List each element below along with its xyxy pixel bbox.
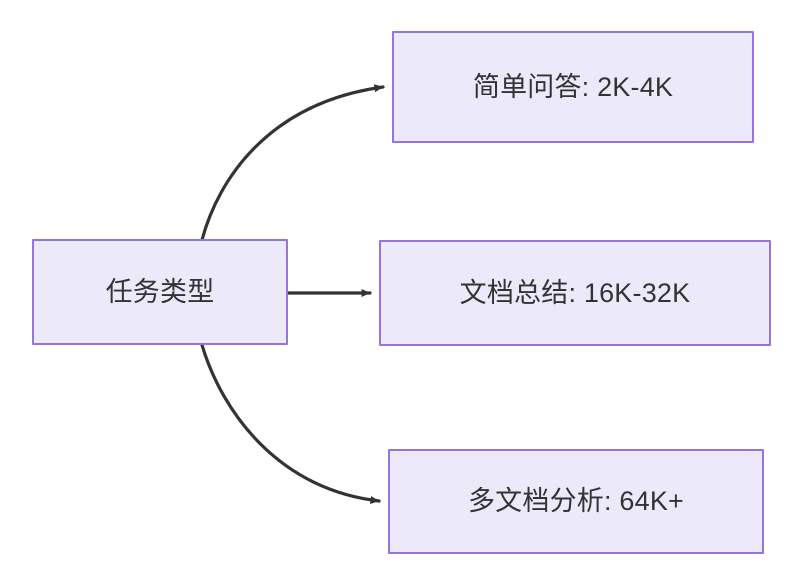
node-document-summary[interactable]: 文档总结: 16K-32K — [379, 240, 771, 346]
node-multi-document-analysis-label: 多文档分析: 64K+ — [467, 486, 684, 517]
node-root[interactable]: 任务类型 — [32, 239, 288, 345]
node-document-summary-label: 文档总结: 16K-32K — [459, 277, 691, 308]
node-multi-document-analysis[interactable]: 多文档分析: 64K+ — [388, 449, 764, 554]
edge-root-to-child-2 — [200, 343, 381, 504]
edge-root-to-child-0 — [200, 84, 385, 242]
node-root-label: 任务类型 — [105, 276, 215, 307]
node-simple-qa[interactable]: 简单问答: 2K-4K — [392, 31, 754, 143]
node-simple-qa-label: 简单问答: 2K-4K — [472, 71, 674, 102]
